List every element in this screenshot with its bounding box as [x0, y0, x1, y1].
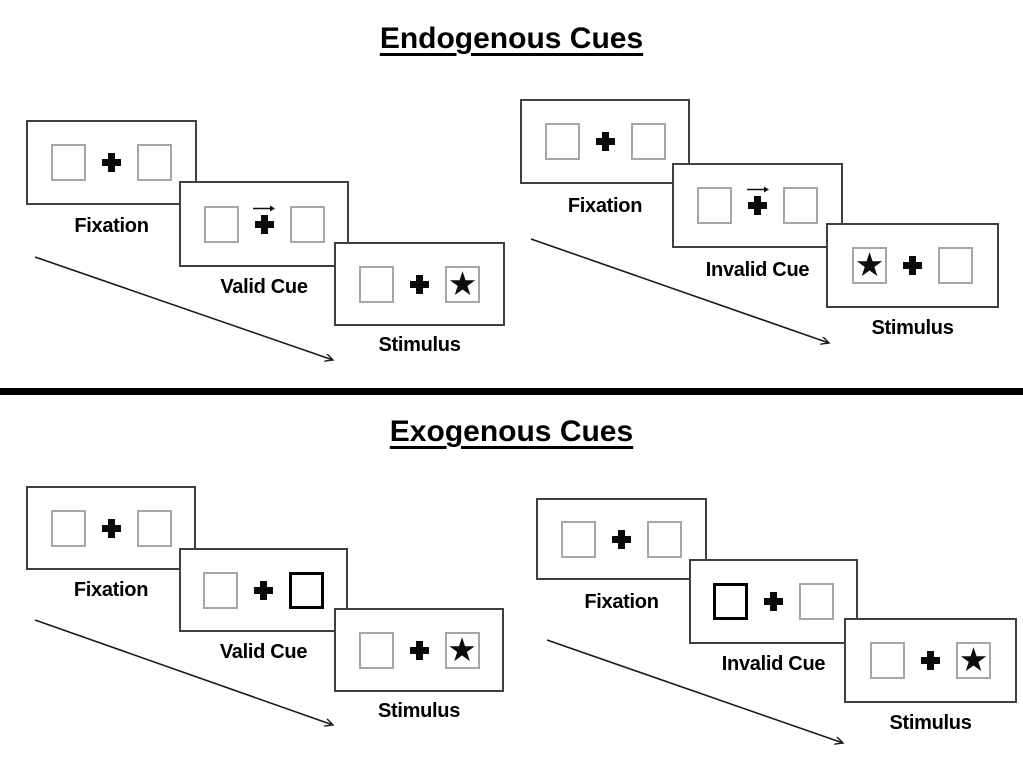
left-box	[697, 187, 732, 224]
endogenous-valid-fixation-panel	[26, 120, 197, 205]
right-box	[799, 583, 834, 620]
fixation-cross-icon	[612, 529, 631, 549]
exogenous-valid-cue-panel	[179, 548, 348, 632]
fixation-cross-icon	[102, 153, 121, 172]
center-cross	[101, 518, 121, 538]
panel-label-valid-cue: Valid Cue	[219, 641, 308, 663]
right-box	[136, 509, 172, 547]
center-cross	[102, 153, 121, 172]
fixation-cross-icon	[921, 651, 940, 670]
right-arrow-icon	[253, 205, 275, 211]
section-divider	[0, 388, 1023, 395]
fixation-cross-icon	[254, 580, 273, 600]
exogenous-valid-stimulus-panel: ★	[334, 608, 504, 692]
star-icon: ★	[447, 629, 477, 669]
center-cross	[612, 529, 631, 549]
right-arrow-icon	[746, 186, 769, 193]
section-title-exogenous: Exogenous Cues	[389, 415, 634, 448]
center-cross	[595, 132, 615, 151]
left-box	[870, 642, 905, 679]
right-box	[289, 205, 325, 243]
center-cross	[746, 186, 769, 215]
left-box	[203, 205, 239, 243]
star-icon: ★	[447, 263, 478, 303]
endogenous-invalid-fixation-panel	[520, 99, 690, 184]
right-box	[783, 187, 818, 224]
fixation-cross-icon	[903, 256, 922, 275]
panel-label-stimulus: Stimulus	[871, 317, 954, 339]
panel-label-invalid-cue: Invalid Cue	[721, 653, 826, 675]
panel-label-stimulus: Stimulus	[378, 334, 461, 356]
panel-label-stimulus: Stimulus	[377, 700, 461, 722]
right-box: ★	[444, 629, 480, 669]
center-cross	[409, 640, 429, 660]
panel-label-fixation: Fixation	[584, 591, 659, 613]
center-cross	[254, 580, 273, 600]
endogenous-valid-stimulus-panel: ★	[334, 242, 505, 326]
fixation-cross-icon	[595, 132, 615, 151]
left-box	[51, 144, 86, 181]
panel-label-valid-cue: Valid Cue	[220, 276, 308, 298]
right-box	[938, 247, 973, 284]
left-box	[359, 265, 394, 303]
right-box	[137, 144, 172, 181]
exogenous-invalid-stimulus-panel: ★	[844, 618, 1017, 703]
fixation-cross-icon	[101, 518, 121, 538]
right-box: ★	[445, 263, 480, 303]
star-icon: ★	[854, 245, 885, 284]
left-box	[561, 520, 596, 558]
endogenous-invalid-stimulus-panel: ★	[826, 223, 999, 308]
star-icon: ★	[958, 640, 989, 679]
cue-highlight-box-right	[289, 571, 324, 609]
center-cross	[410, 274, 429, 294]
right-box	[630, 123, 666, 160]
fixation-cross-icon	[410, 274, 429, 294]
center-cross	[253, 205, 275, 234]
exogenous-valid-fixation-panel	[26, 486, 196, 570]
left-box	[50, 509, 86, 547]
panel-label-fixation: Fixation	[73, 579, 149, 601]
timeline-arrow-endogenous-valid	[34, 256, 333, 360]
right-box	[647, 520, 682, 558]
fixation-cross-icon	[254, 214, 274, 234]
fixation-cross-icon	[764, 592, 783, 611]
panel-label-fixation: Fixation	[74, 215, 149, 237]
center-cross	[764, 592, 783, 611]
panel-label-stimulus: Stimulus	[889, 712, 972, 734]
exogenous-invalid-cue-panel	[689, 559, 858, 644]
exogenous-invalid-fixation-panel	[536, 498, 707, 580]
center-cross	[921, 651, 940, 670]
fixation-cross-icon	[748, 196, 767, 215]
left-box	[358, 631, 394, 669]
endogenous-valid-cue-panel	[179, 181, 349, 267]
timeline-arrow-endogenous-invalid	[530, 238, 829, 343]
panel-label-fixation: Fixation	[567, 195, 643, 217]
panel-label-invalid-cue: Invalid Cue	[705, 259, 810, 281]
left-box: ★	[852, 247, 887, 284]
section-title-endogenous: Endogenous Cues	[379, 22, 644, 55]
right-box: ★	[956, 642, 991, 679]
left-box	[544, 123, 580, 160]
cue-highlight-box-left	[713, 583, 748, 620]
center-cross	[903, 256, 922, 275]
timeline-arrow-exogenous-valid	[34, 619, 333, 725]
fixation-cross-icon	[409, 640, 429, 660]
left-box	[203, 571, 238, 609]
endogenous-invalid-cue-panel	[672, 163, 843, 248]
